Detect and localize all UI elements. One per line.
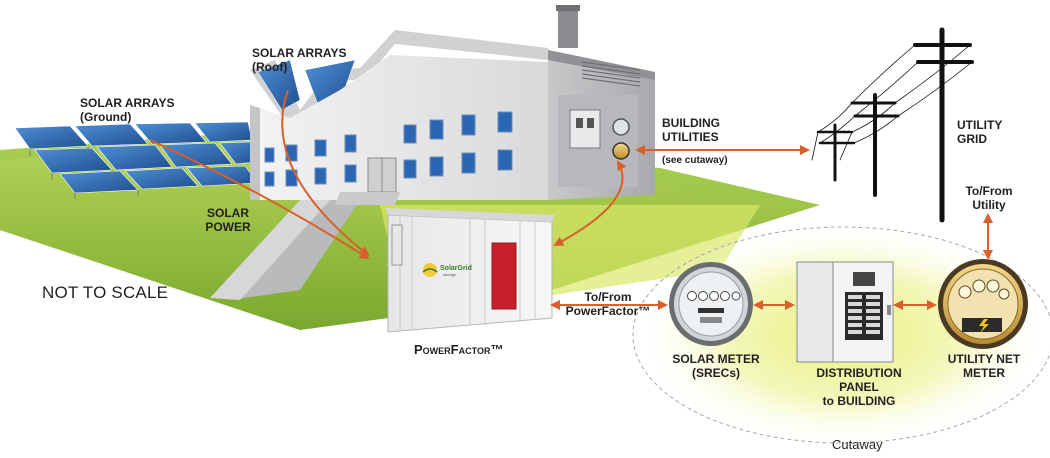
label-solar-arrays-ground: SOLAR ARRAYS (Ground) bbox=[80, 96, 174, 124]
label-to-from-utility-line1: To/From bbox=[965, 184, 1013, 198]
label-to-from-powerfactor: To/From PowerFactor™ bbox=[560, 290, 656, 318]
label-utility-grid-line1: UTILITY bbox=[957, 118, 1003, 132]
container-icon: SolarGrid storage bbox=[385, 208, 555, 333]
power-pole-icon bbox=[811, 27, 974, 223]
label-utility-net-meter-line2: METER bbox=[963, 366, 1005, 380]
label-solar-arrays-roof-line2: (Roof) bbox=[252, 60, 288, 74]
label-utility-net-meter: UTILITY NET METER bbox=[936, 352, 1032, 380]
label-to-from-utility-line2: Utility bbox=[972, 198, 1006, 212]
label-solar-arrays-roof: SOLAR ARRAYS (Roof) bbox=[252, 46, 346, 74]
electric-meter-icon bbox=[669, 262, 753, 346]
label-building-utilities-line1: BUILDING bbox=[662, 116, 720, 130]
label-building-utilities-line2: UTILITIES bbox=[662, 130, 719, 144]
label-solar-arrays-roof-line1: SOLAR ARRAYS bbox=[252, 46, 347, 60]
label-see-cutaway: (see cutaway) bbox=[662, 155, 728, 166]
label-utility-net-meter-line1: UTILITY NET bbox=[947, 352, 1021, 366]
label-powerfactor: PowerFactor™ bbox=[414, 343, 503, 357]
logo-text: SolarGrid bbox=[440, 265, 472, 272]
flow-arrows bbox=[149, 89, 993, 310]
label-not-to-scale: NOT TO SCALE bbox=[42, 283, 169, 302]
analog-net-meter-icon bbox=[938, 259, 1028, 349]
label-distribution-panel: DISTRIBUTION PANEL to BUILDING bbox=[804, 366, 914, 408]
label-powerfactor-text: PowerFactor™ bbox=[414, 342, 504, 357]
label-distribution-panel-line3: to BUILDING bbox=[822, 394, 896, 408]
label-solar-power-line1: SOLAR bbox=[207, 206, 249, 220]
label-solar-power-line2: POWER bbox=[205, 220, 251, 234]
label-solar-power: SOLAR POWER bbox=[198, 206, 258, 234]
label-utility-grid-line2: GRID bbox=[957, 132, 987, 146]
label-solar-meter: SOLAR METER (SRECs) bbox=[668, 352, 764, 380]
label-distribution-panel-line1: DISTRIBUTION bbox=[816, 366, 902, 380]
solar-panel-icon bbox=[14, 121, 259, 199]
label-to-from-powerfactor-line1: To/From bbox=[584, 290, 632, 304]
label-distribution-panel-line2: PANEL bbox=[839, 380, 879, 394]
label-solar-arrays-ground-line1: SOLAR ARRAYS bbox=[80, 96, 175, 110]
distribution-panel-icon bbox=[796, 261, 894, 363]
label-solar-arrays-ground-line2: (Ground) bbox=[80, 110, 132, 124]
solargrid-logo: SolarGrid storage bbox=[422, 263, 472, 277]
label-solar-meter-line1: SOLAR METER bbox=[672, 352, 760, 366]
label-cutaway: Cutaway bbox=[832, 437, 883, 452]
label-to-from-powerfactor-line2: PowerFactor™ bbox=[565, 304, 651, 318]
logo-subtext: storage bbox=[443, 272, 457, 277]
factory-icon bbox=[250, 5, 655, 205]
label-solar-meter-line2: (SRECs) bbox=[691, 366, 740, 380]
label-building-utilities: BUILDING UTILITIES bbox=[662, 116, 720, 144]
label-utility-grid: UTILITY GRID bbox=[957, 118, 1002, 146]
label-to-from-utility: To/From Utility bbox=[958, 184, 1020, 212]
